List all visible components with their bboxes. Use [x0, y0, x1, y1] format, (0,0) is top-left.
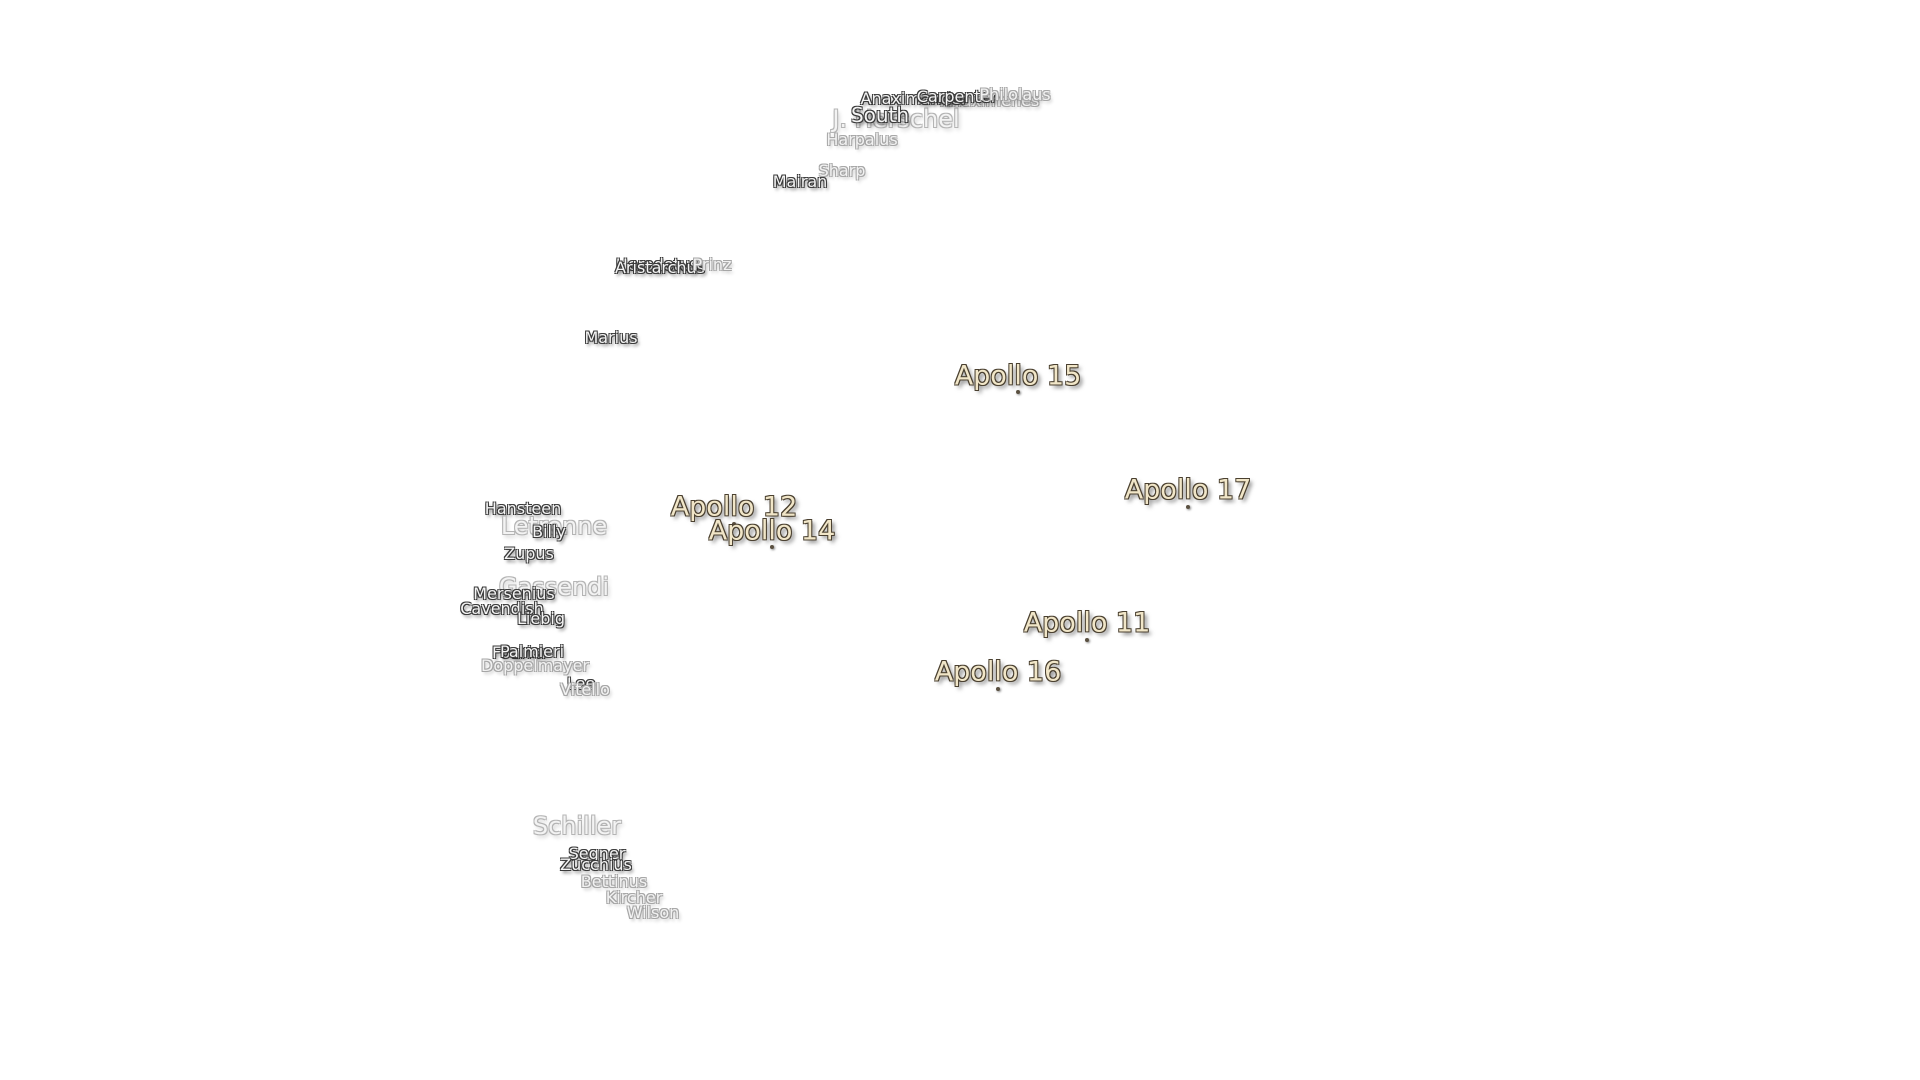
crater-label-fourier[interactable]: Fourier [491, 643, 549, 662]
crater-label-zucchius[interactable]: Zucchius [560, 855, 632, 874]
crater-label-zupus[interactable]: Zupus [504, 544, 554, 563]
crater-label-sharp[interactable]: Sharp [818, 161, 866, 180]
apollo-16-label[interactable]: Apollo 16 [934, 656, 1062, 688]
crater-label-anaximenes[interactable]: Anaximenes [940, 91, 1040, 110]
crater-label-j-herschel[interactable]: J. Herschel [832, 105, 960, 133]
crater-label-liebig[interactable]: Liebig [517, 609, 565, 628]
crater-label-prinz[interactable]: Prinz [692, 255, 732, 274]
apollo-16-site-marker[interactable] [996, 687, 1000, 691]
crater-label-harpalus[interactable]: Harpalus [826, 130, 898, 149]
crater-label-schiller[interactable]: Schiller [532, 812, 622, 840]
apollo-17-site-marker[interactable] [1186, 505, 1190, 509]
crater-label-wilson[interactable]: Wilson [626, 903, 680, 922]
crater-label-lee[interactable]: Lee [566, 674, 596, 693]
crater-label-anaximander[interactable]: Anaximander [860, 89, 968, 108]
crater-label-palmieri[interactable]: Palmieri [499, 642, 565, 661]
crater-label-aristarchus[interactable]: Aristarchus [614, 258, 706, 277]
apollo-14-site-marker[interactable] [770, 545, 774, 549]
crater-label-mersenius[interactable]: Mersenius [473, 584, 555, 603]
apollo-11-label[interactable]: Apollo 11 [1023, 607, 1151, 639]
apollo-11-site-marker[interactable] [1085, 638, 1089, 642]
apollo-12-label[interactable]: Apollo 12 [670, 491, 798, 523]
crater-label-billy[interactable]: Billy [532, 522, 566, 541]
crater-label-carpenter[interactable]: Carpenter [916, 87, 998, 106]
crater-label-vitello[interactable]: Vitello [560, 680, 610, 699]
crater-label-letronne[interactable]: Letronne [500, 512, 608, 540]
crater-label-gassendi[interactable]: Gassendi [498, 573, 610, 601]
crater-label-mairan[interactable]: Mairan [772, 172, 828, 191]
crater-label-doppelmayer[interactable]: Doppelmayer [481, 656, 589, 675]
crater-label-cavendish[interactable]: Cavendish [460, 599, 544, 618]
apollo-14-label[interactable]: Apollo 14 [708, 515, 836, 547]
apollo-17-label[interactable]: Apollo 17 [1124, 474, 1252, 506]
crater-label-south[interactable]: South [850, 103, 910, 127]
crater-label-herodotus[interactable]: Herodotus [615, 255, 699, 274]
crater-label-kircher[interactable]: Kircher [605, 888, 663, 907]
apollo-15-label[interactable]: Apollo 15 [954, 360, 1082, 392]
crater-label-marius[interactable]: Marius [584, 328, 638, 347]
apollo-15-site-marker[interactable] [1016, 390, 1020, 394]
crater-label-bettinus[interactable]: Bettinus [580, 872, 648, 891]
crater-label-segner[interactable]: Segner [568, 844, 626, 863]
apollo-12-site-marker[interactable] [732, 522, 736, 526]
crater-label-hansteen[interactable]: Hansteen [484, 499, 562, 518]
crater-label-philolaus[interactable]: Philolaus [979, 85, 1051, 104]
